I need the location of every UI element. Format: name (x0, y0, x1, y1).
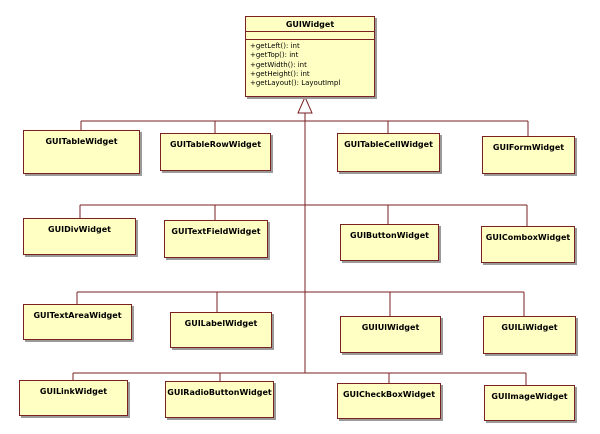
class-guiwidget[interactable]: GUIWidget +getLeft(): int +getTop(): int… (245, 16, 375, 97)
class-guiradiobuttonwidget[interactable]: GUIRadioButtonWidget (165, 381, 274, 418)
methods-list: +getLeft(): int +getTop(): int +getWidth… (250, 42, 340, 88)
class-guitablerowwidget[interactable]: GUITableRowWidget (160, 133, 271, 171)
class-name: GUILinkWidget (39, 387, 108, 396)
class-name: GUIDivWidget (48, 225, 111, 234)
method: +getTop(): int (250, 51, 299, 60)
generalization-arrowhead (297, 95, 313, 114)
class-name: GUITextFieldWidget (171, 227, 261, 236)
class-name: GUIImageWidget (491, 392, 568, 401)
class-name: GUILabelWidget (184, 319, 258, 328)
class-name: GUIFormWidget (492, 143, 565, 152)
class-guicheckboxwidget[interactable]: GUICheckBoxWidget (337, 383, 441, 419)
class-guitextareawidget[interactable]: GUITextAreaWidget (23, 304, 132, 340)
class-name: GUITableCellWidget (344, 140, 433, 149)
attributes-divider (246, 31, 374, 32)
class-name: GUIUlWidget (361, 323, 420, 332)
method: +getWidth(): int (250, 60, 307, 69)
class-guiimagewidget[interactable]: GUIImageWidget (484, 385, 575, 421)
method: +getLayout(): LayoutImpl (250, 79, 341, 88)
class-guiformwidget[interactable]: GUIFormWidget (482, 136, 575, 174)
class-name: GUITableRowWidget (169, 140, 262, 149)
class-name: GUITextAreaWidget (33, 311, 122, 320)
class-guilinkwidget[interactable]: GUILinkWidget (19, 380, 128, 416)
class-guitextfieldwidget[interactable]: GUITextFieldWidget (164, 220, 268, 258)
class-guibuttonwidget[interactable]: GUIButtonWidget (340, 224, 439, 261)
class-name: GUICheckBoxWidget (342, 390, 436, 399)
class-guicomboxwidget[interactable]: GUIComboxWidget (481, 226, 575, 263)
class-guiulwidget[interactable]: GUIUlWidget (340, 316, 441, 353)
method: +getHeight(): int (250, 69, 310, 78)
class-guitablewidget[interactable]: GUITableWidget (23, 130, 140, 174)
class-guidivwidget[interactable]: GUIDivWidget (23, 218, 136, 255)
method: +getLeft(): int (250, 42, 300, 50)
class-name: GUIComboxWidget (485, 233, 571, 242)
class-name: GUIWidget (285, 20, 335, 29)
class-name: GUITableWidget (45, 137, 118, 146)
class-name: GUILiWidget (501, 323, 558, 332)
class-guilabelwidget[interactable]: GUILabelWidget (170, 312, 272, 348)
class-name: GUIRadioButtonWidget (167, 388, 272, 397)
class-guitablecellwidget[interactable]: GUITableCellWidget (337, 133, 440, 172)
methods-divider (246, 39, 374, 40)
class-name: GUIButtonWidget (350, 231, 429, 240)
class-guiliwidget[interactable]: GUILiWidget (483, 316, 576, 354)
